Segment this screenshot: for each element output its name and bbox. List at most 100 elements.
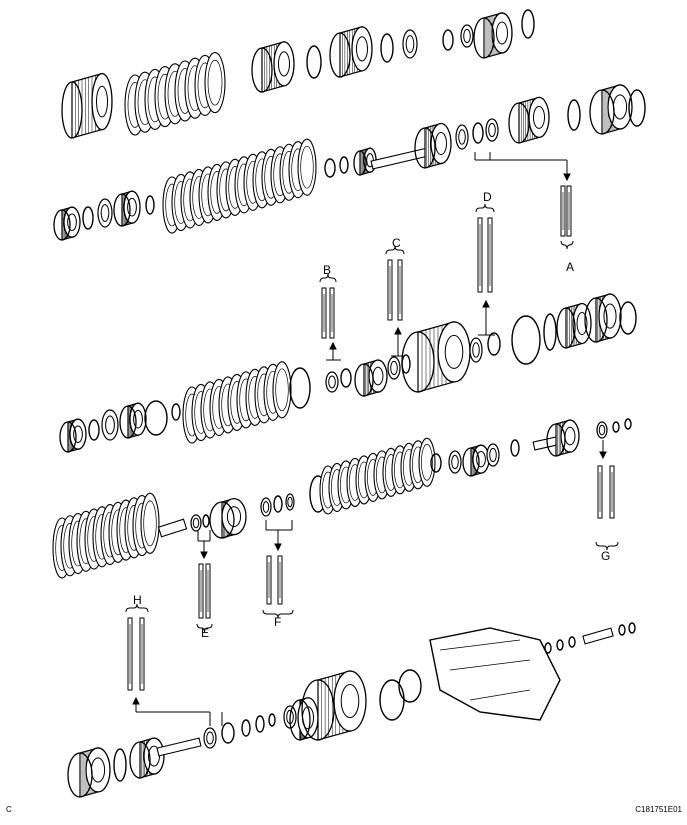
ring-part bbox=[543, 313, 557, 351]
label-c: C bbox=[392, 236, 401, 250]
drum-part bbox=[414, 122, 452, 169]
ring-part bbox=[113, 748, 127, 782]
washer-part bbox=[598, 424, 606, 436]
ring-part bbox=[82, 206, 94, 230]
clutch-disc bbox=[143, 500, 157, 547]
drum-part bbox=[209, 497, 247, 539]
ring-part bbox=[289, 367, 311, 409]
arrow-head bbox=[274, 543, 282, 552]
ring-part bbox=[628, 622, 636, 634]
label-f: F bbox=[274, 615, 281, 629]
ring-part bbox=[306, 45, 322, 79]
washer-part bbox=[472, 342, 480, 358]
drum-part bbox=[462, 444, 490, 477]
arrow-head bbox=[329, 341, 337, 350]
race-detail bbox=[387, 259, 403, 321]
brace bbox=[475, 203, 495, 213]
brace bbox=[319, 273, 337, 283]
ring-part bbox=[556, 639, 564, 651]
label-a: A bbox=[566, 260, 574, 274]
drum-part bbox=[329, 26, 373, 78]
washer-part bbox=[192, 517, 200, 529]
race-detail bbox=[198, 563, 211, 619]
arrow-head bbox=[599, 451, 607, 460]
ring-part bbox=[324, 158, 336, 178]
clutch-disc bbox=[300, 145, 314, 189]
washer-part bbox=[390, 360, 398, 376]
label-e: E bbox=[201, 626, 209, 640]
ring-part bbox=[171, 403, 181, 421]
drum-part bbox=[354, 359, 388, 397]
drum-part bbox=[113, 190, 141, 227]
ring-part bbox=[487, 332, 501, 356]
race-detail bbox=[597, 465, 615, 519]
ring-part bbox=[144, 400, 168, 436]
brace bbox=[385, 245, 405, 255]
drum-part bbox=[59, 418, 87, 453]
brace bbox=[196, 623, 213, 633]
race-detail bbox=[477, 217, 493, 293]
shaft-part bbox=[582, 627, 614, 645]
ring-part bbox=[430, 453, 442, 473]
callout-layer bbox=[125, 152, 619, 726]
ring-part bbox=[255, 715, 265, 733]
washer-part bbox=[488, 122, 496, 138]
ring-part bbox=[380, 33, 394, 63]
drum-part bbox=[556, 302, 592, 349]
washer-part bbox=[206, 731, 214, 745]
race-detail bbox=[560, 185, 572, 237]
drum-part bbox=[584, 293, 622, 343]
ring-part bbox=[521, 9, 535, 39]
drum-part bbox=[589, 84, 633, 135]
drum-part bbox=[401, 321, 471, 393]
race-detail bbox=[321, 287, 335, 339]
washer-part bbox=[105, 415, 115, 435]
ring-part bbox=[221, 722, 235, 744]
ring-part bbox=[628, 89, 646, 127]
drum-part bbox=[129, 737, 165, 779]
ring-part bbox=[624, 418, 632, 430]
race-detail bbox=[266, 555, 283, 605]
drum-part bbox=[67, 747, 111, 798]
washer-part bbox=[100, 204, 110, 222]
washer-part bbox=[328, 375, 336, 389]
ring-part bbox=[241, 719, 251, 737]
ring-part bbox=[544, 642, 552, 654]
ring-part bbox=[340, 368, 352, 388]
ring-part bbox=[145, 195, 155, 215]
ring-part bbox=[612, 421, 620, 433]
ring-part bbox=[202, 514, 210, 528]
ring-part bbox=[442, 29, 454, 51]
washer-part bbox=[463, 28, 471, 44]
ring-part bbox=[472, 122, 484, 144]
ring-part bbox=[510, 439, 520, 457]
washer-part bbox=[287, 496, 293, 508]
ring-part bbox=[619, 301, 637, 335]
washer-part bbox=[489, 447, 497, 463]
drum-part bbox=[301, 670, 367, 741]
ring-part bbox=[339, 156, 349, 174]
ring-part bbox=[379, 679, 405, 721]
ring-part bbox=[567, 99, 581, 131]
clutch-disc bbox=[207, 59, 223, 106]
parts-layer bbox=[52, 9, 646, 798]
label-b: B bbox=[323, 263, 331, 277]
footer-left-code: C bbox=[6, 805, 12, 814]
washer-part bbox=[262, 501, 270, 513]
arrow-head bbox=[394, 326, 402, 335]
transmission-case bbox=[429, 627, 561, 721]
brace bbox=[595, 541, 619, 551]
drum-part bbox=[508, 96, 550, 144]
arrow-head bbox=[482, 299, 490, 308]
ring-part bbox=[568, 636, 576, 648]
brace bbox=[560, 240, 574, 250]
drum-part bbox=[473, 12, 513, 59]
drum-part bbox=[119, 402, 147, 439]
drum-part bbox=[251, 41, 295, 93]
drum-part bbox=[61, 72, 113, 139]
arrow-head bbox=[200, 551, 208, 560]
washer-part bbox=[405, 35, 415, 53]
label-g: G bbox=[601, 549, 610, 563]
brace bbox=[262, 609, 294, 619]
